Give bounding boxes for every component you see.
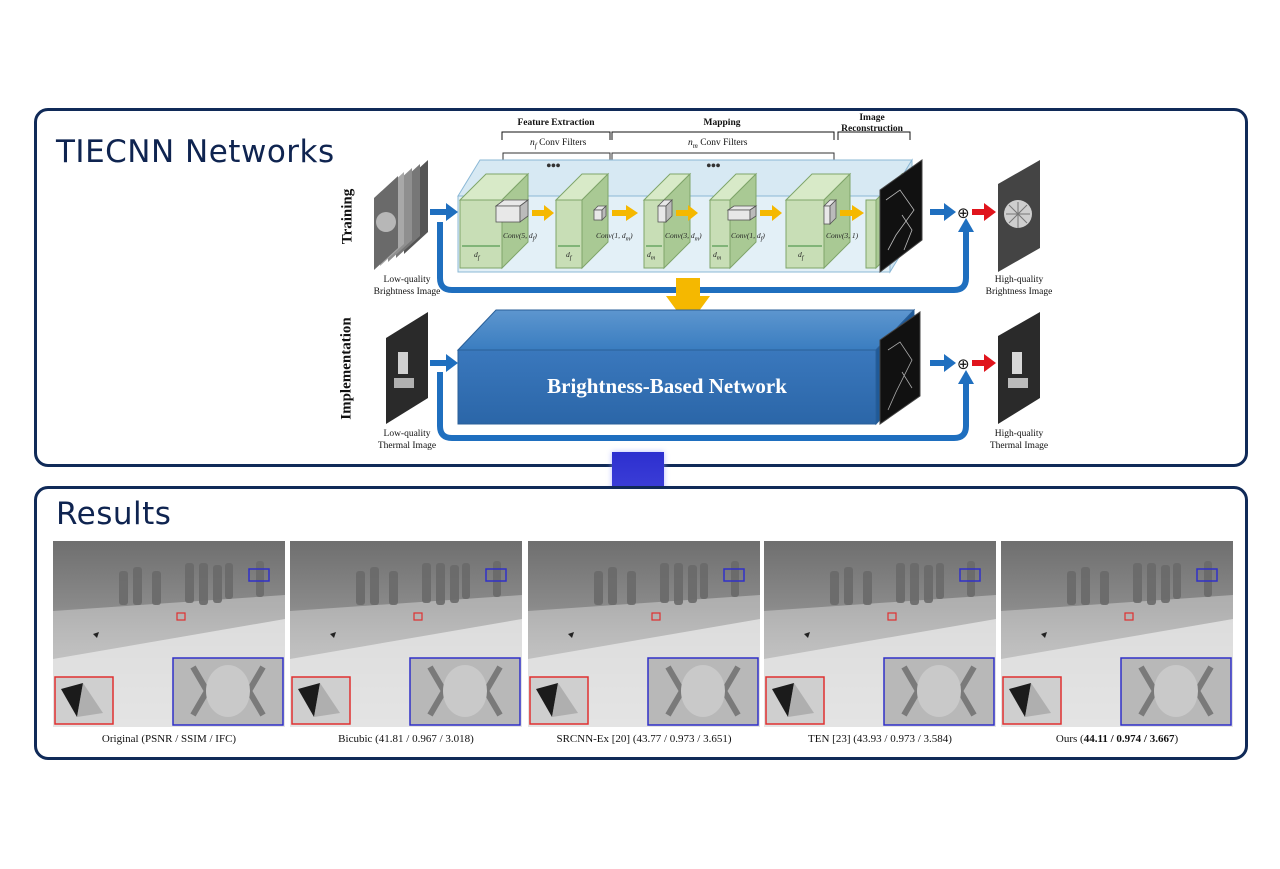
sum-symbol-training: ⊕ — [957, 204, 970, 222]
caption-text: Ours ( — [1055, 733, 1084, 745]
result-image-original — [53, 541, 285, 727]
conv-label-4: Conv(1, df) — [731, 231, 765, 243]
brightness-network-block — [456, 308, 916, 426]
impl-blue-arrows — [430, 354, 974, 441]
tiecnn-title: TIECNN Networks — [56, 134, 335, 170]
kernel-cubes — [494, 199, 837, 225]
mapping-filters-label: nm Conv Filters — [688, 138, 748, 150]
conv-block-4 — [708, 172, 758, 270]
section-recon-2: Reconstruction — [841, 124, 903, 134]
result-image-ten — [764, 541, 996, 727]
caption-original: Original (PSNR / SSIM / IFC) — [54, 733, 284, 745]
conv-block-5 — [784, 172, 852, 270]
caption-ten: TEN [23] (43.93 / 0.973 / 3.584) — [765, 733, 995, 745]
dim-label-4: dm — [713, 250, 722, 262]
section-recon-1: Image — [859, 113, 885, 123]
caption-best-scores: 44.11 / 0.974 / 3.667 — [1083, 733, 1175, 745]
result-image-ours — [1001, 541, 1233, 727]
conv-label-1: Conv(5, df) — [503, 231, 537, 243]
caption-bicubic: Bicubic (41.81 / 0.967 / 3.018) — [291, 733, 521, 745]
caption-text: Original (PSNR / SSIM / IFC) — [101, 733, 237, 745]
section-feature-extraction: Feature Extraction — [517, 118, 595, 128]
ellipsis-feature: ••• — [546, 158, 561, 175]
network-name: Brightness-Based Network — [547, 374, 787, 398]
section-mapping: Mapping — [703, 118, 741, 128]
row-label-training: Training — [339, 188, 356, 245]
lq-brightness-stack — [374, 160, 428, 270]
caption-text: Bicubic (41.81 / 0.967 / 3.018) — [338, 733, 474, 745]
training-blue-arrows — [430, 203, 974, 293]
dim-label-5: df — [798, 250, 804, 262]
transfer-arrow — [666, 278, 710, 326]
caption-suffix: ) — [1174, 733, 1179, 745]
section-brackets — [501, 131, 911, 160]
sum-symbol-impl: ⊕ — [957, 355, 970, 373]
conv-label-2: Conv(1, dm) — [596, 231, 633, 243]
red-arrow-impl — [972, 354, 996, 372]
results-title: Results — [56, 496, 172, 532]
dim-label-2: df — [566, 250, 572, 262]
dim-label-1: df — [474, 250, 480, 262]
caption-text: TEN [23] (43.93 / 0.973 / 3.584) — [808, 733, 952, 745]
ellipsis-mapping: ••• — [706, 158, 721, 175]
impl-output-image — [879, 311, 921, 425]
result-image-srcnn-ex — [528, 541, 760, 727]
lq-thermal-image — [386, 312, 428, 424]
row-label-implementation: Implementation — [338, 317, 355, 420]
yellow-arrows — [532, 205, 864, 221]
caption-text: SRCNN-Ex [20] (43.77 / 0.973 / 3.651) — [556, 733, 732, 745]
conv-block-2 — [554, 172, 610, 270]
result-image-bicubic — [290, 541, 522, 727]
conv-label-5: Conv(3, 1) — [826, 231, 859, 240]
caption-ours: Ours (44.11 / 0.974 / 3.667) — [1002, 733, 1232, 745]
hq-brightness-image — [998, 160, 1040, 272]
recon-feature-image — [879, 159, 923, 274]
red-arrow-training — [972, 203, 996, 221]
feature-filters-label: nf Conv Filters — [530, 138, 587, 150]
caption-srcnn-ex: SRCNN-Ex [20] (43.77 / 0.973 / 3.651) — [529, 733, 759, 745]
hq-thermal-image — [998, 312, 1040, 424]
conv-label-3: Conv(3, dm) — [665, 231, 702, 243]
dim-label-3: dm — [647, 250, 656, 262]
